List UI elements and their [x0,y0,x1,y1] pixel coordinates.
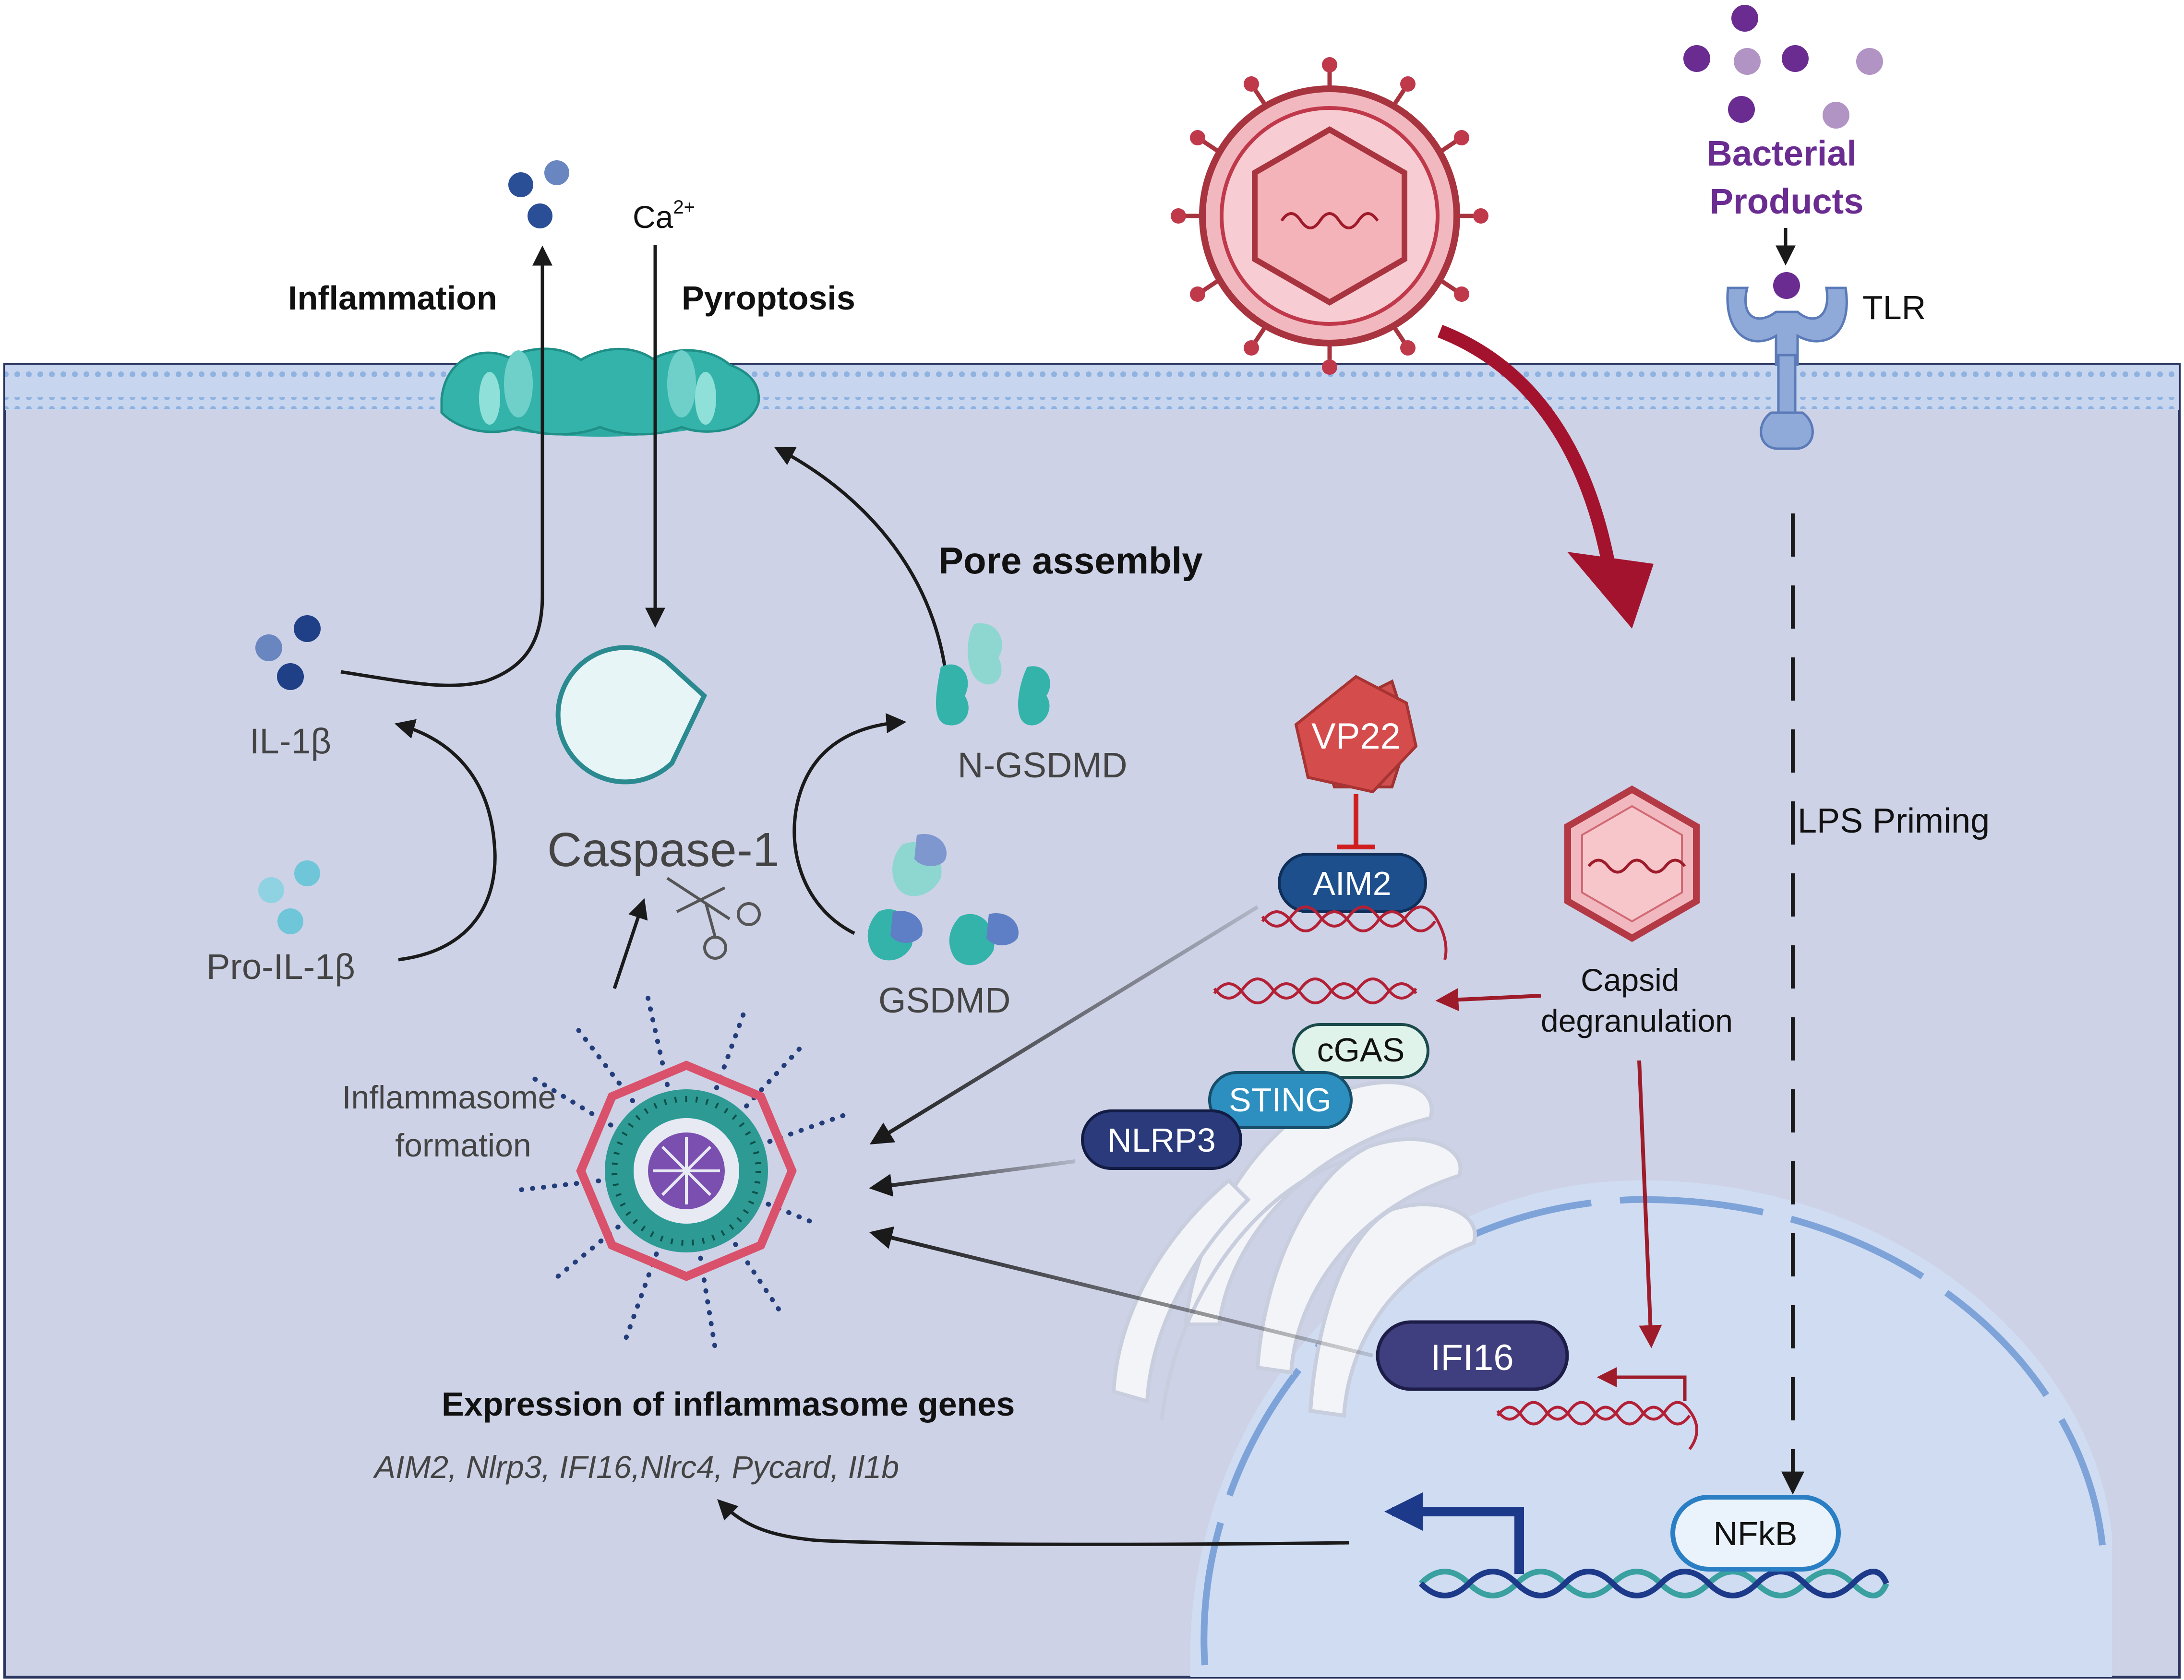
aim2-label: AIM2 [1313,865,1391,902]
n-gsdmd-label: N-GSDMD [958,745,1128,785]
cgas-label: cGAS [1317,1031,1405,1069]
scissors-icon [666,877,761,960]
nlrp3-to-inflammasome-arrow [869,1159,1076,1197]
vp22-inhibition [1337,794,1375,849]
gasdermin-pore [440,347,760,437]
inflammation-arrow [340,245,552,687]
capsid-to-nucleus-arrow [1637,1060,1662,1348]
endoplasmic-reticulum [1111,1080,1477,1421]
capsid-icon [1564,785,1700,942]
ifi16-label: IFI16 [1430,1337,1513,1378]
capsid-degranulation-label: Capsid degranulation [1541,962,1733,1038]
sting-protein [1208,1071,1353,1129]
pyroptosis-label: Pyroptosis [682,279,855,317]
aim2-to-inflammasome-arrow [869,905,1259,1145]
transcription-start-arrow [1384,1492,1524,1574]
caspase-activation-arrow [612,898,648,989]
caspase1-icon [555,645,708,785]
pore-assembly-label: Pore assembly [938,539,1203,582]
pore-assembly-arrow [774,447,950,696]
nlrp3-label: NLRP3 [1107,1121,1216,1159]
vp22-label: VP22 [1311,716,1401,757]
tlr-receptor-icon [1726,272,1848,450]
il1b-label: IL-1β [250,721,331,761]
virus-entry-arrowhead [1567,552,1654,629]
gsdmd-icon [867,834,1019,965]
nfkb-label: NFkB [1714,1515,1798,1552]
bacterial-products-label: Bacterial Products [1706,133,1866,221]
lps-priming-label: LPS Priming [1798,802,1990,840]
capsid-to-dna-arrow [1435,988,1541,1012]
cgas-protein [1292,1023,1429,1079]
il1b-icon [255,615,321,690]
gsdmd-cleavage-arrow [792,713,907,935]
inflammasome-formation-label: Inflammasome formation [342,1079,565,1164]
released-il1b-icon [508,160,569,228]
virus-icon [1171,57,1488,375]
n-gsdmd-icon [936,623,1050,726]
nfkb-protein [1670,1495,1841,1572]
tlr-label: TLR [1862,289,1926,326]
bacterial-products-icon [1683,5,1883,129]
virus-entry-arrow [1437,324,1615,563]
gene-expression-arrow [717,1499,1349,1546]
ifi16-binding-arrow [1596,1367,1687,1401]
nlrp3-protein [1081,1109,1242,1170]
ifi16-to-inflammasome-arrow [869,1226,1373,1358]
dna-helix-icon [1418,1569,1889,1598]
pro-il1b-label: Pro-IL-1β [206,947,355,987]
il1b-processing-arrow [394,719,497,962]
sting-label: STING [1229,1081,1332,1119]
vp22-shape [1294,675,1418,794]
pro-il1b-icon [258,860,320,934]
calcium-label: Ca2+ [633,197,695,235]
nuclear-viral-dna-icon [1496,1401,1698,1450]
expression-genes: AIM2, Nlrp3, IFI16,Nlrc4, Pycard, Il1b [372,1449,899,1485]
gsdmd-label: GSDMD [878,980,1010,1020]
expression-title: Expression of inflammasome genes [442,1385,1015,1423]
viral-dna-icon [1213,906,1448,1004]
nucleus [1190,1180,2112,1677]
inflammasome-icon [516,996,852,1351]
cell-membrane [5,365,2179,410]
caspase1-label: Caspase-1 [547,823,780,877]
inflammation-label: Inflammation [288,279,497,317]
ifi16-protein [1376,1320,1569,1391]
